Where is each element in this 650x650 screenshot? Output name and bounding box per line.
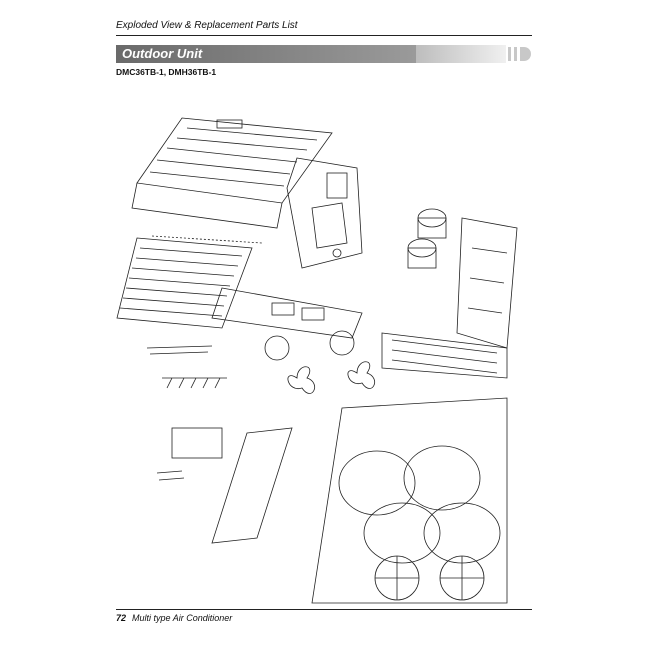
rear-panel-part	[381, 332, 508, 379]
exploded-view-diagram	[116, 117, 518, 604]
base-pan-part	[211, 287, 363, 339]
top-cover-part	[131, 117, 333, 229]
section-banner: Outdoor Unit	[116, 45, 532, 63]
page-number: 72	[116, 613, 127, 623]
small-parts	[146, 345, 293, 544]
page-header-title: Exploded View & Replacement Parts List	[116, 20, 298, 31]
banner-decoration-icon	[508, 47, 531, 61]
banner-fade	[416, 45, 506, 63]
page-footer: 72 Multi type Air Conditioner	[116, 613, 232, 623]
propeller-fan-part	[287, 361, 376, 394]
side-panel-part	[456, 217, 518, 349]
control-box-part	[286, 157, 363, 269]
front-panel-part	[311, 397, 508, 604]
banner-background	[116, 45, 416, 63]
footer-divider	[116, 609, 532, 610]
header-divider	[116, 35, 532, 36]
model-numbers: DMC36TB-1, DMH36TB-1	[116, 67, 217, 77]
section-title: Outdoor Unit	[122, 46, 203, 61]
footer-doc-title: Multi type Air Conditioner	[132, 613, 233, 623]
fan-motor-part	[264, 330, 355, 361]
heat-exchanger-coil-part	[116, 235, 263, 329]
compressor-part	[407, 208, 447, 269]
